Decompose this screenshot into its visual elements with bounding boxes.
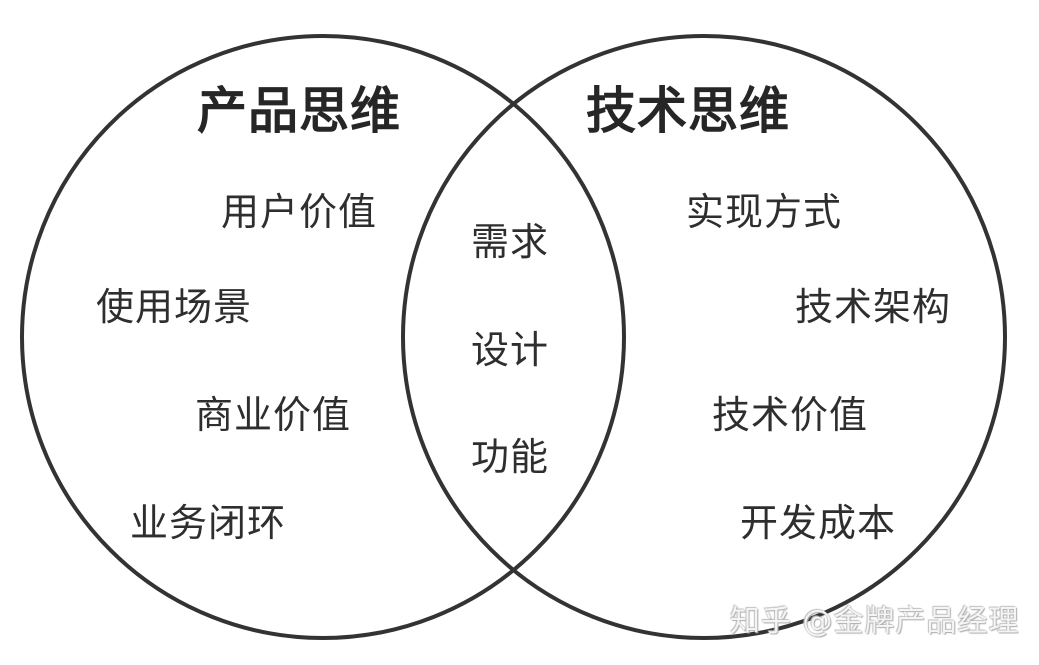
intersection-item-requirements: 需求 bbox=[471, 220, 550, 264]
left-item-user-value: 用户价值 bbox=[221, 190, 378, 234]
product-thinking-title: 产品思维 bbox=[197, 82, 401, 140]
right-item-architecture: 技术架构 bbox=[795, 285, 952, 329]
left-item-usage-scenario: 使用场景 bbox=[96, 285, 253, 329]
left-item-business-loop: 业务闭环 bbox=[130, 501, 287, 545]
right-item-tech-value: 技术价值 bbox=[712, 393, 869, 437]
right-item-dev-cost: 开发成本 bbox=[740, 501, 897, 545]
tech-thinking-title: 技术思维 bbox=[586, 82, 790, 140]
intersection-item-design: 设计 bbox=[471, 328, 550, 372]
product-thinking-circle bbox=[20, 34, 626, 640]
intersection-item-features: 功能 bbox=[471, 435, 550, 479]
zhihu-watermark: 知乎 @金牌产品经理 bbox=[730, 604, 1020, 639]
tech-thinking-circle bbox=[401, 34, 1007, 640]
left-item-business-value: 商业价值 bbox=[195, 393, 352, 437]
right-item-implementation: 实现方式 bbox=[686, 190, 843, 234]
